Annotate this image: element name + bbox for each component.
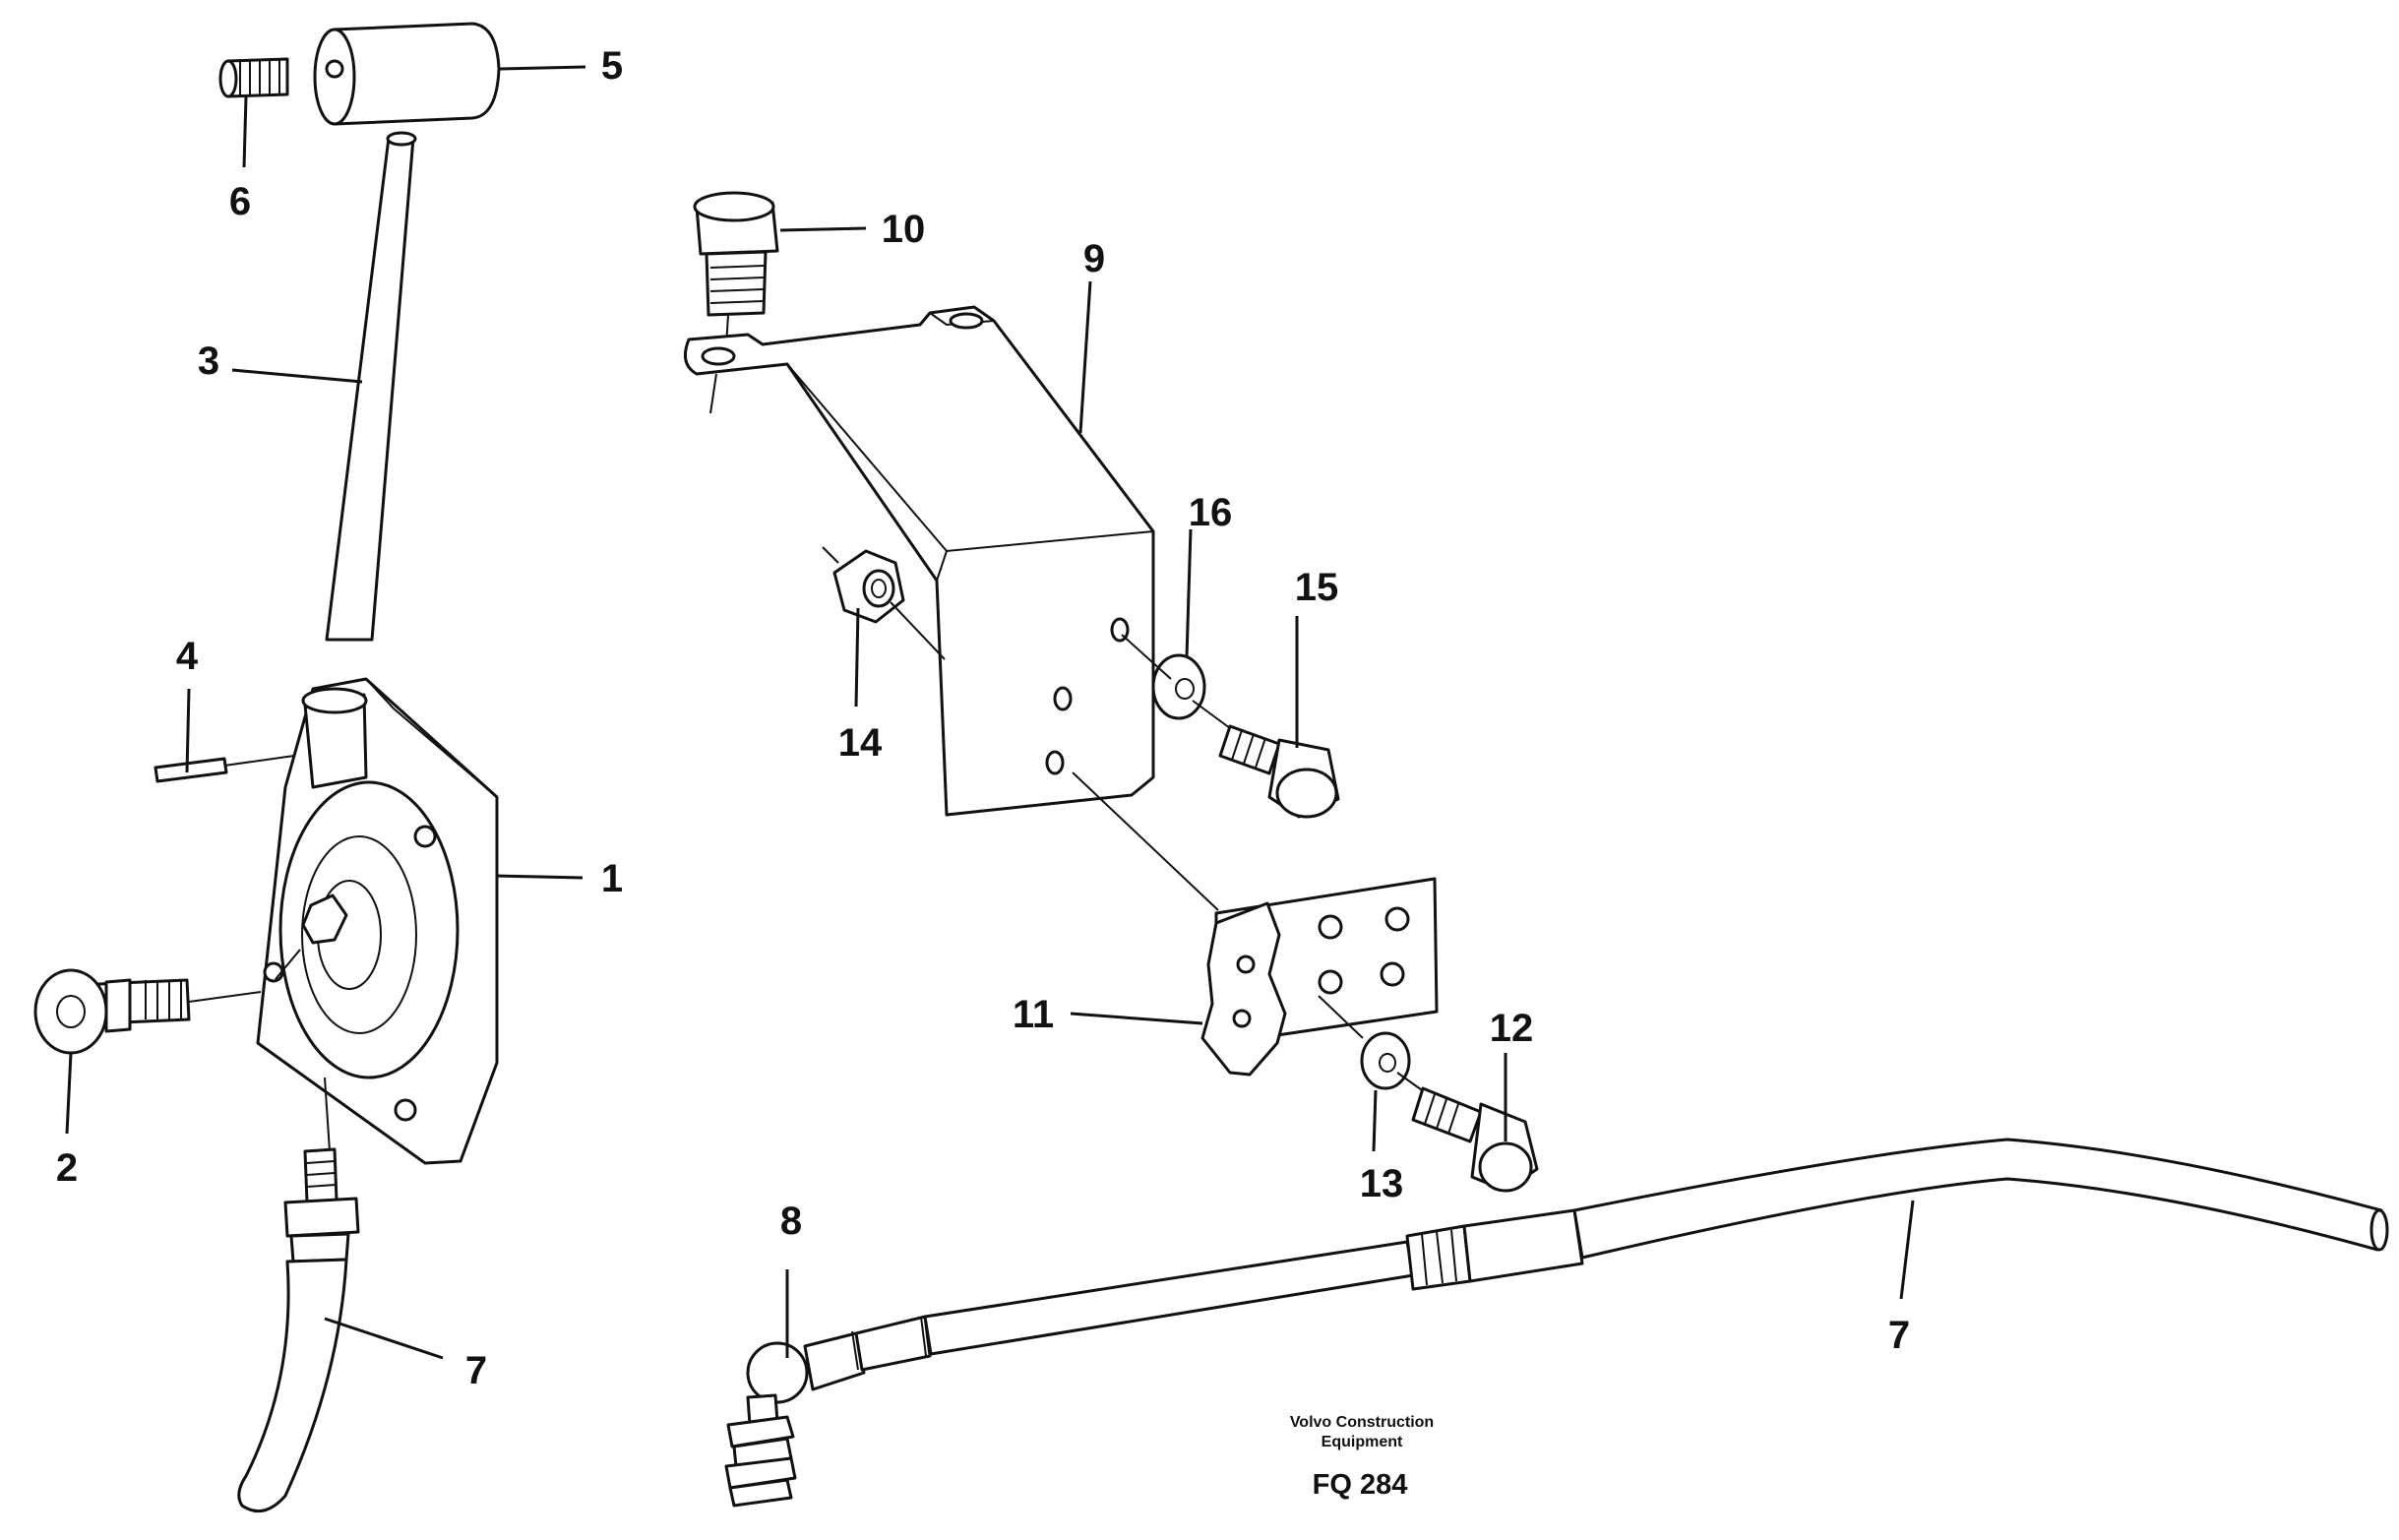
callout-2: 2 — [56, 1146, 78, 1190]
part-5-knob — [313, 22, 501, 126]
part-9-bracket — [683, 305, 1155, 817]
part-7-cable-left — [237, 1077, 360, 1513]
callout-7-right: 7 — [1888, 1314, 1910, 1357]
callout-12: 12 — [1490, 1007, 1534, 1050]
callout-5: 5 — [601, 44, 623, 88]
caption-company-line2: Equipment — [1322, 1434, 1403, 1450]
callout-11: 11 — [1013, 993, 1054, 1036]
callout-15: 15 — [1295, 566, 1339, 609]
part-1-housing — [256, 677, 499, 1165]
part-8-ball-joint — [724, 1331, 866, 1508]
part-12-bolt — [1396, 1072, 1539, 1193]
leader-lines — [65, 65, 1915, 1360]
caption-block: Volvo Construction Equipment FQ 284 — [1290, 1414, 1434, 1501]
callout-14: 14 — [838, 721, 883, 765]
callout-6: 6 — [229, 180, 251, 223]
callout-4: 4 — [176, 635, 199, 678]
callout-8: 8 — [780, 1200, 802, 1243]
callout-10: 10 — [882, 208, 926, 251]
callout-labels: 5 6 3 4 1 2 7 10 9 16 15 14 11 12 13 8 7 — [56, 44, 1910, 1392]
part-10-bolt — [693, 191, 779, 347]
part-11-lever-plate — [1072, 771, 1439, 1077]
part-13-washer — [1360, 1031, 1411, 1090]
caption-company-line1: Volvo Construction — [1290, 1414, 1434, 1431]
part-16-washer — [1121, 634, 1206, 720]
callout-13: 13 — [1360, 1162, 1404, 1205]
part-3-rod — [325, 131, 417, 642]
callout-1: 1 — [601, 857, 623, 900]
part-7-cable-right — [851, 1138, 2389, 1372]
callout-7-left: 7 — [465, 1349, 487, 1392]
part-6-set-screw — [218, 57, 289, 98]
part-2-bolt — [33, 968, 262, 1055]
callout-9: 9 — [1083, 237, 1105, 280]
part-14-nut — [822, 546, 946, 660]
callout-3: 3 — [198, 339, 219, 383]
figure-code: FQ 284 — [1313, 1469, 1408, 1501]
part-15-bolt — [1192, 700, 1340, 819]
callout-16: 16 — [1189, 491, 1233, 534]
